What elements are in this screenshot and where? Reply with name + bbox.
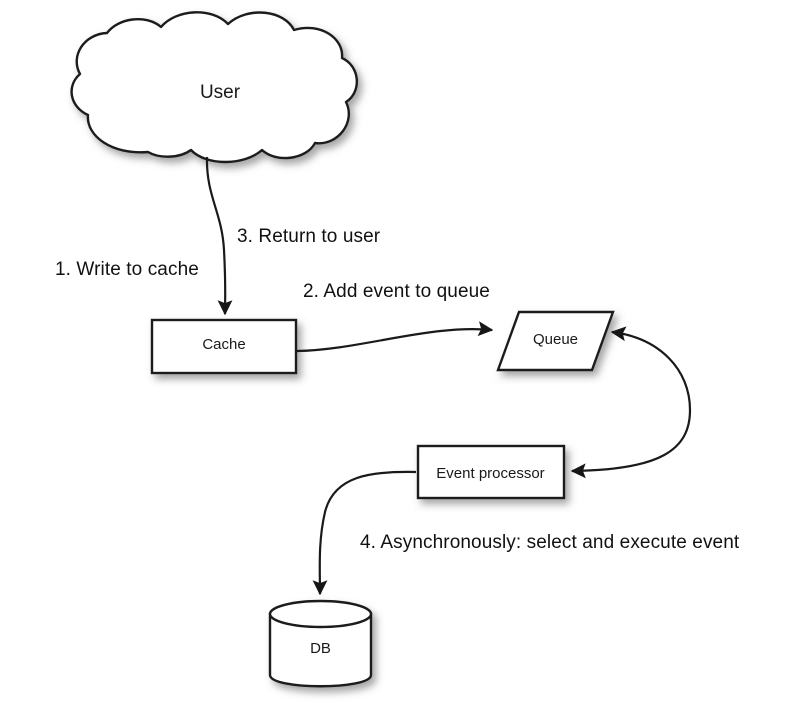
edge-queue-event-processor-loop [570,326,692,479]
node-event-processor[interactable] [416,444,566,500]
edge-event-processor-to-db [312,470,417,596]
edge-label-step-2: 2. Add event to queue [303,281,490,302]
edge-label-step-1: 1. Write to cache [55,259,199,280]
edge-cache-to-queue [296,321,494,353]
edge-label-step-3: 3. Return to user [237,226,381,247]
edge-user-to-cache [205,156,233,316]
node-cache[interactable] [150,318,298,375]
node-queue[interactable] [496,310,615,372]
node-user[interactable] [70,11,359,164]
edge-label-step-4: 4. Asynchronously: select and execute ev… [360,532,740,553]
node-db[interactable] [268,599,373,688]
